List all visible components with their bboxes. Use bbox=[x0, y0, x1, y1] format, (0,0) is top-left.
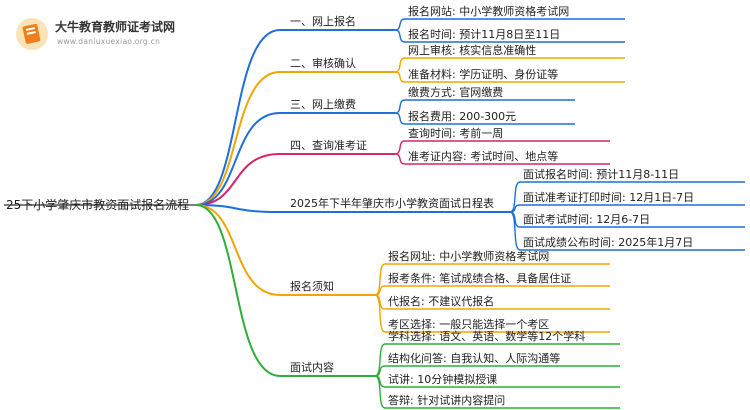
book-icon-line bbox=[26, 31, 36, 35]
leaf-connector bbox=[394, 71, 406, 83]
leaf-connector bbox=[394, 153, 406, 165]
branch-label: 三、网上缴费 bbox=[290, 97, 356, 111]
leaf-label: 报考条件: 笔试成绩合格、具备居住证 bbox=[388, 271, 571, 285]
leaf-label: 准考证内容: 考试时间、地点等 bbox=[408, 149, 558, 163]
branch-connector bbox=[195, 29, 281, 206]
branch-connector bbox=[195, 204, 281, 296]
leaf-label: 学科选择: 语文、英语、数学等12个学科 bbox=[388, 329, 585, 343]
logo-title: 大牛教育教师证考试网 bbox=[55, 19, 175, 34]
branch-connector bbox=[195, 112, 281, 206]
branch-label: 2025年下半年肇庆市小学教资面试日程表 bbox=[290, 196, 494, 210]
branch-label: 一、网上报名 bbox=[290, 14, 356, 28]
leaf-connector bbox=[394, 18, 406, 31]
logo-url: www.daniuxuexiao.org.cn bbox=[57, 37, 160, 46]
leaf-connector bbox=[394, 112, 406, 125]
branch-connector bbox=[195, 71, 281, 206]
leaf-label: 面试成绩公布时间: 2025年1月7日 bbox=[523, 235, 693, 249]
leaf-connector bbox=[374, 375, 386, 409]
leaf-label: 面试考试时间: 12月6-7日 bbox=[523, 213, 650, 226]
leaf-label: 代报名: 不建议代报名 bbox=[388, 294, 494, 308]
leaf-label: 报名费用: 200-300元 bbox=[408, 109, 516, 123]
branch-connector bbox=[195, 204, 281, 377]
leaf-label: 报名网址: 中小学教师资格考试网 bbox=[388, 249, 549, 263]
leaf-label: 考区选择: 一般只能选择一个考区 bbox=[388, 317, 549, 331]
branch-connector bbox=[195, 153, 281, 206]
leaf-label: 缴费方式: 官网缴费 bbox=[408, 85, 503, 99]
leaf-connector bbox=[374, 263, 386, 296]
leaf-label: 试讲: 10分钟模拟授课 bbox=[388, 372, 497, 386]
leaf-connector bbox=[394, 140, 406, 155]
leaf-label: 面试报名时间: 预计11月8-11日 bbox=[523, 167, 679, 181]
leaf-connector bbox=[394, 29, 406, 43]
branch-label: 面试内容 bbox=[290, 360, 334, 374]
leaf-connector bbox=[374, 343, 386, 377]
leaf-connector bbox=[509, 211, 521, 251]
connector-layer bbox=[4, 18, 745, 409]
leaf-connector bbox=[394, 99, 406, 114]
book-icon-line bbox=[25, 27, 36, 31]
branch-label: 二、审核确认 bbox=[290, 56, 356, 70]
leaf-label: 网上审核: 核实信息准确性 bbox=[408, 43, 536, 57]
leaf-label: 结构化问答: 自我认知、人际沟通等 bbox=[388, 351, 560, 365]
leaf-label: 查询时间: 考前一周 bbox=[408, 126, 503, 140]
leaf-label: 报名网站: 中小学教师资格考试网 bbox=[408, 4, 569, 18]
leaf-label: 准备材料: 学历证明、身份证等 bbox=[408, 67, 558, 81]
leaf-label: 报名时间: 预计11月8日至11日 bbox=[408, 27, 560, 41]
leaf-connector bbox=[394, 57, 406, 73]
leaf-label: 答辩: 针对试讲内容提问 bbox=[388, 393, 505, 407]
root-topic: 25下小学肇庆市教资面试报名流程 bbox=[6, 197, 189, 212]
leaf-label: 面试准考证打印时间: 12月1日-7日 bbox=[523, 190, 694, 204]
logo: 大牛教育教师证考试网 www.daniuxuexiao.org.cn bbox=[16, 18, 175, 50]
leaf-connector bbox=[374, 294, 386, 333]
branch-connector bbox=[195, 204, 281, 213]
branch-label: 四、查询准考证 bbox=[290, 138, 367, 152]
branch-label: 报名须知 bbox=[290, 279, 334, 293]
